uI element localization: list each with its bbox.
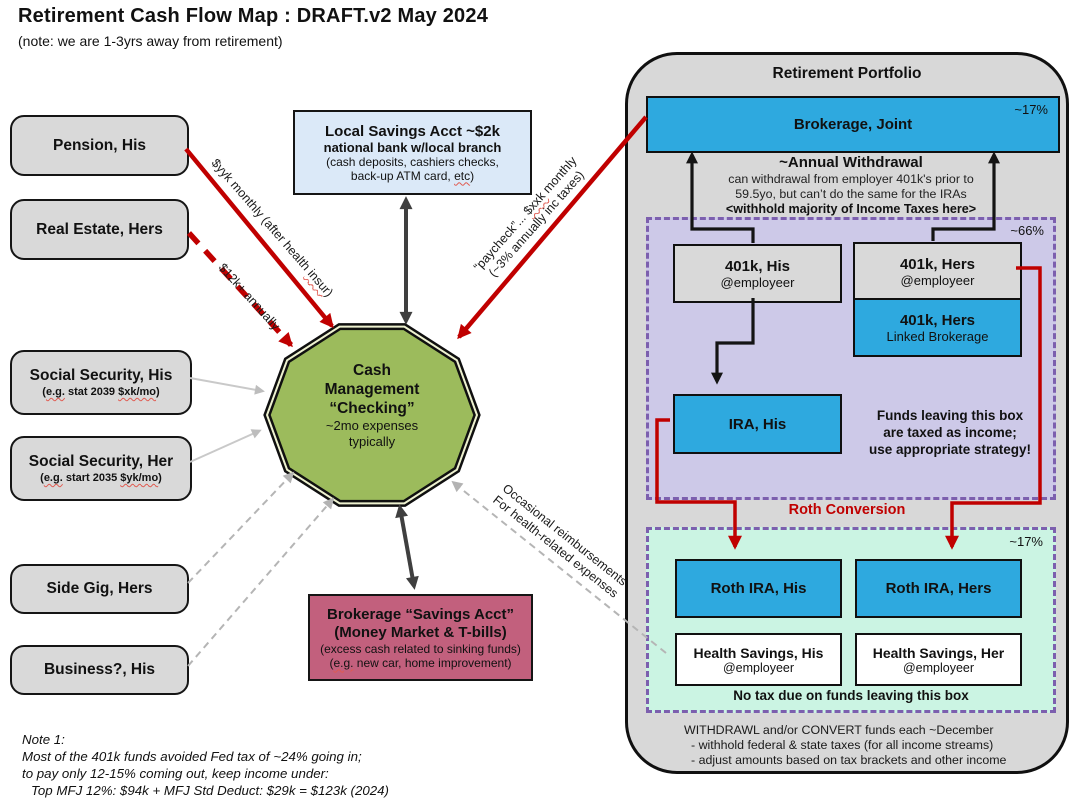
local-savings-detail: back-up ATM card, etc) [350, 168, 475, 183]
arrow-checking-brokerage-savings [395, 504, 419, 590]
source-real-estate-hers: Real Estate, Hers [10, 199, 189, 260]
no-tax-note: No tax due on funds leaving this box [733, 688, 969, 703]
arrow-ss-her-to-checking [189, 429, 262, 463]
ira-his-box: IRA, His [673, 394, 842, 454]
roth-conversion-label: Roth Conversion [788, 502, 906, 518]
source-side-gig-hers: Side Gig, Hers [10, 564, 189, 614]
local-savings-detail: (cash deposits, cashiers checks, [326, 154, 499, 169]
source-pension-his: Pension, His [10, 115, 189, 176]
annual-withdrawal-note: ~Annual Withdrawal can withdrawal from e… [725, 154, 977, 216]
note-1: Note 1: Most of the 401k funds avoided F… [22, 732, 389, 799]
page-title: Retirement Cash Flow Map : DRAFT.v2 May … [18, 5, 489, 27]
brokerage-savings-detail: (excess cash related to sinking funds) [320, 641, 521, 656]
brokerage-savings-subtitle: (Money Market & T-bills) [334, 623, 507, 641]
source-label: Side Gig, Hers [46, 580, 153, 597]
source-label: Business?, His [43, 661, 156, 678]
source-sublabel: (e.g. stat 2039 $xk/mo) [42, 386, 160, 398]
source-business-his: Business?, His [10, 645, 189, 695]
reimbursement-flow-label: Occasional reimbursements For health-rel… [490, 481, 630, 601]
local-savings-title: Local Savings Acct ~$2k [325, 122, 500, 140]
source-label: Social Security, His [29, 367, 173, 384]
brokerage-joint-percent: ~17% [1014, 102, 1048, 117]
brokerage-savings-title: Brokerage “Savings Acct” [326, 605, 515, 623]
arrow-side-gig-to-checking [187, 471, 295, 584]
real-estate-flow-label: $12k+ annually [215, 260, 283, 333]
portfolio-title: Retirement Portfolio [772, 65, 922, 82]
roth-ira-his-box: Roth IRA, His [675, 559, 842, 618]
source-sublabel: (e.g. start 2035 $yk/mo) [40, 472, 162, 484]
brokerage-joint-box: Brokerage, Joint ~17% [646, 96, 1060, 153]
source-social-security-his: Social Security, His (e.g. stat 2039 $xk… [10, 350, 192, 415]
tax-deferred-warning: Funds leaving this box are taxed as inco… [868, 408, 1032, 457]
401k-hers-linked-brokerage-box: 401k, Hers Linked Brokerage [853, 298, 1022, 357]
health-savings-her-box: Health Savings, Her @employeer [855, 633, 1022, 686]
tax-deferred-percent: ~66% [1010, 223, 1044, 238]
source-label: Social Security, Her [28, 453, 174, 470]
401k-hers-box: 401k, Hers @employeer [853, 242, 1022, 302]
brokerage-savings-detail: (e.g. new car, home improvement) [329, 655, 512, 670]
checking-hub-label: Cash Management “Checking” ~2mo expenses… [324, 362, 420, 449]
source-label: Pension, His [52, 136, 147, 154]
arrow-ss-his-to-checking [189, 377, 265, 395]
portfolio-footer-note: WITHDRAWL and/or CONVERT funds each ~Dec… [684, 723, 1007, 767]
source-social-security-her: Social Security, Her (e.g. start 2035 $y… [10, 436, 192, 501]
local-savings-box: Local Savings Acct ~$2k national bank w/… [293, 110, 532, 195]
source-label: Real Estate, Hers [36, 220, 163, 238]
brokerage-joint-label: Brokerage, Joint [793, 116, 913, 133]
local-savings-subtitle: national bank w/local branch [323, 139, 502, 155]
tax-free-group: ~17% Roth IRA, His Roth IRA, Hers Health… [646, 527, 1056, 713]
401k-his-box: 401k, His @employeer [673, 244, 842, 303]
arrow-real-estate-to-checking [186, 231, 294, 348]
roth-ira-hers-box: Roth IRA, Hers [855, 559, 1022, 618]
retirement-portfolio-container: Retirement Portfolio Brokerage, Joint ~1… [625, 52, 1069, 774]
tax-deferred-group: ~66% 401k, His @employeer 401k, Hers @em… [646, 217, 1056, 500]
health-savings-his-box: Health Savings, His @employeer [675, 633, 842, 686]
tax-free-percent: ~17% [1009, 534, 1043, 549]
brokerage-savings-box: Brokerage “Savings Acct” (Money Market &… [308, 594, 533, 681]
page-subtitle: (note: we are 1-3yrs away from retiremen… [18, 33, 283, 49]
